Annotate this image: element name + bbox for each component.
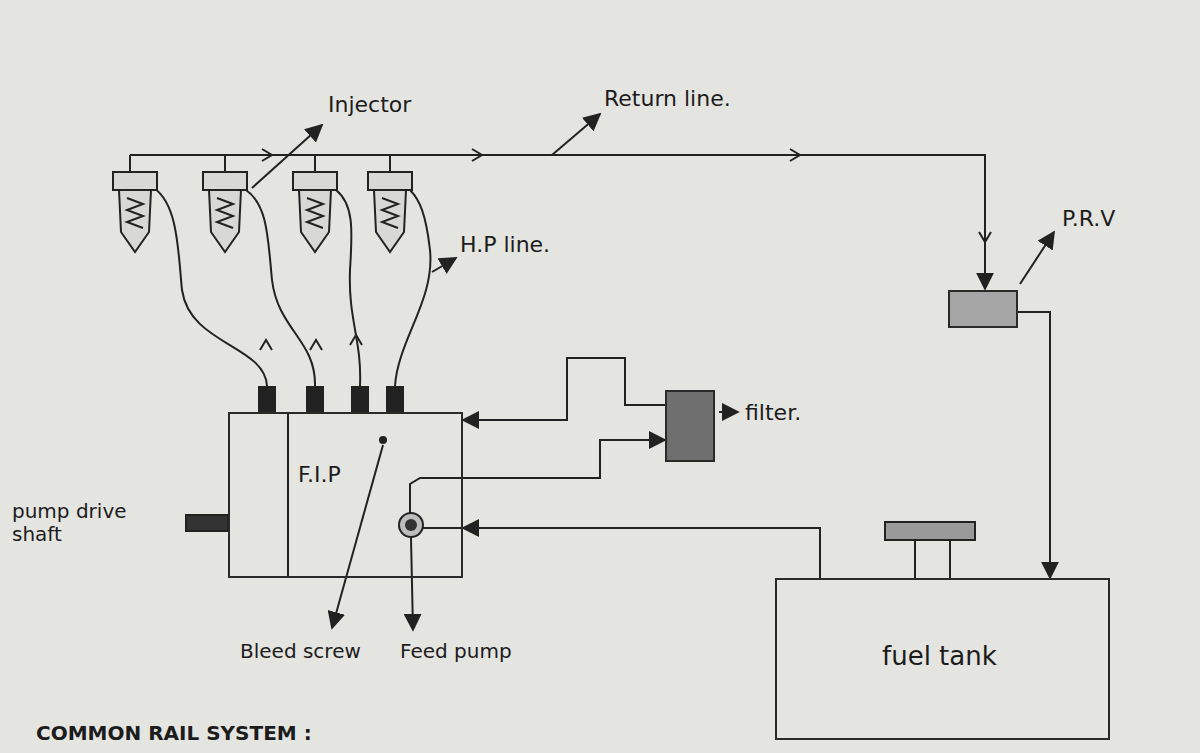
part-label: Return line. — [604, 86, 731, 111]
pump-outlet — [258, 386, 276, 412]
tank-box: fuel tank — [775, 578, 1110, 740]
part-label: Bleed screw — [240, 640, 361, 663]
return-line — [130, 155, 985, 289]
leader-line — [552, 114, 600, 155]
fuel-line — [463, 528, 820, 578]
injector-symbol — [113, 172, 157, 252]
part-label: Injector — [328, 92, 411, 117]
leader-line — [411, 538, 413, 630]
valve-box: P.R.V — [948, 290, 1018, 328]
node-label: F.I.P — [298, 462, 341, 487]
feed-pump-symbol — [405, 519, 417, 531]
feed-pump-symbol — [399, 513, 423, 537]
return-stubs — [130, 155, 390, 172]
node-label: filter. — [745, 400, 801, 425]
part-label: pump drive shaft — [12, 500, 130, 546]
part-label: H.P line. — [460, 232, 550, 257]
leader-line — [432, 258, 456, 272]
injector-symbol — [203, 172, 247, 252]
feed-line — [423, 527, 463, 529]
fuel-line — [463, 440, 665, 478]
filter-box: filter. — [665, 390, 715, 462]
pump-outlet — [306, 386, 324, 412]
hp-line — [336, 190, 360, 386]
leader-line — [1020, 232, 1054, 284]
injectors — [113, 172, 412, 252]
tank-cap — [885, 522, 975, 540]
fuel-line — [463, 358, 665, 420]
flow-arrows — [260, 335, 362, 350]
drive-shaft — [186, 515, 228, 531]
pump-outlet — [351, 386, 369, 412]
leader-line — [719, 411, 738, 413]
part-label: Feed pump — [400, 640, 512, 663]
node-label: fuel tank — [882, 642, 997, 672]
flow-arrows — [262, 149, 991, 242]
node-label: P.R.V — [1062, 206, 1115, 231]
injector-symbol — [368, 172, 412, 252]
pump-box: F.I.P — [228, 412, 463, 578]
pump-outlet — [386, 386, 404, 412]
hp-line — [154, 188, 267, 386]
bleed-screw — [379, 436, 387, 444]
section-heading: COMMON RAIL SYSTEM : — [36, 722, 312, 745]
injector-symbol — [293, 172, 337, 252]
pump-divider — [287, 414, 289, 576]
feed-line — [410, 478, 463, 513]
tank-neck — [915, 540, 950, 578]
fuel-line — [1018, 312, 1050, 578]
